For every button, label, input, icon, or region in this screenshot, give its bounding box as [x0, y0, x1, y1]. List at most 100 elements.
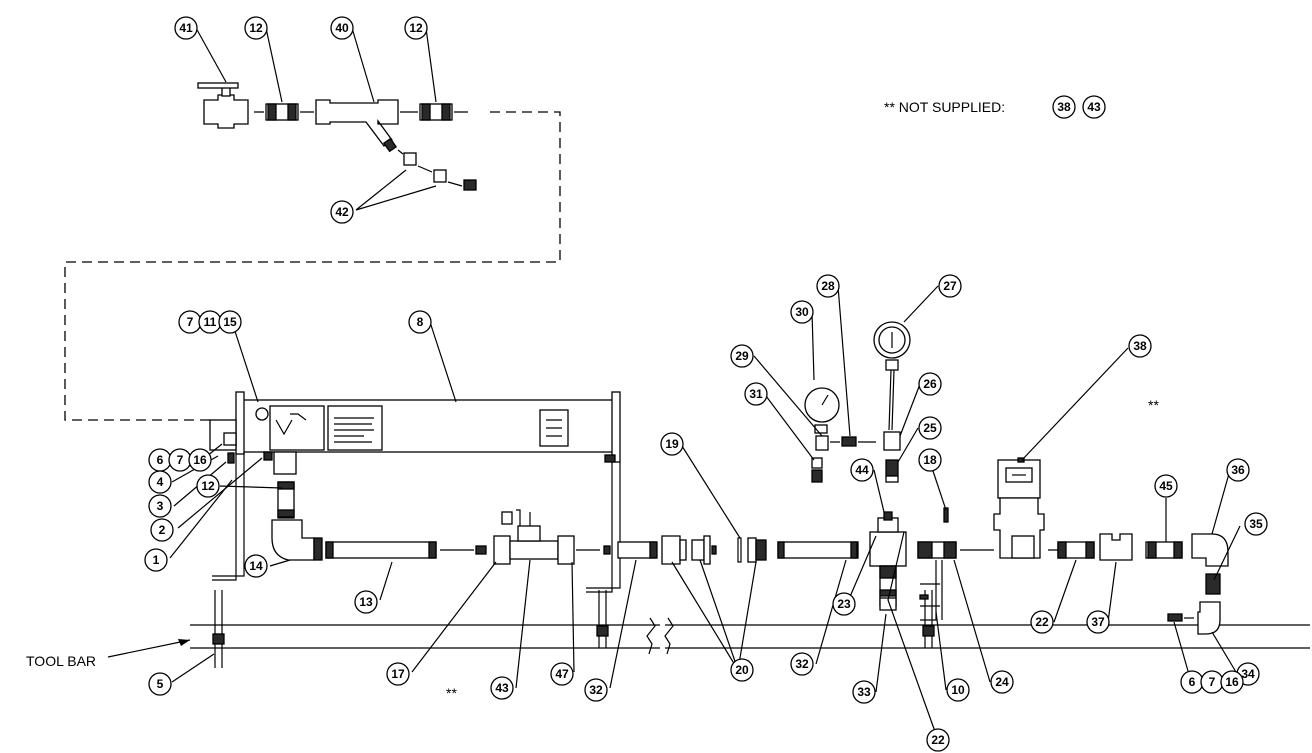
callout-c20: 20 [730, 658, 754, 682]
callout-number: 13 [359, 595, 373, 609]
callout-c14: 14 [244, 554, 268, 578]
callout-circle [330, 16, 354, 40]
callout-number: 26 [923, 377, 937, 391]
control-valve-38 [993, 457, 1045, 559]
callout-circle [850, 458, 874, 482]
callout-number: 14 [249, 559, 263, 573]
callout-c5: 5 [148, 672, 172, 696]
callout-c35: 35 [1244, 512, 1268, 536]
callout-number: 43 [495, 681, 509, 695]
union-fittings-20 [661, 535, 767, 565]
callout-circle [660, 432, 684, 456]
callout-number: 45 [1159, 479, 1173, 493]
callout-circle [354, 590, 378, 614]
leader-lines [169, 27, 1241, 741]
callout-number: 16 [193, 453, 207, 467]
nipple-24 [917, 541, 957, 559]
nipple-12-top-right [419, 103, 453, 121]
callout-c6a: 6 [148, 448, 172, 472]
cross-23 [869, 511, 907, 611]
callout-c15: 15 [218, 310, 242, 334]
nipple-35-elbow-34 [1167, 573, 1221, 635]
callout-number: 40 [335, 21, 349, 35]
callout-circle [408, 310, 432, 334]
callout-number: 36 [1231, 463, 1245, 477]
callout-circle [990, 670, 1014, 694]
callout-c27: 27 [938, 274, 962, 298]
callout-c11: 11 [198, 310, 222, 334]
pipe-13 [325, 541, 437, 559]
callout-c12c: 12 [196, 474, 220, 498]
thermometer-27 [873, 321, 911, 483]
callout-number: 41 [179, 21, 193, 35]
callout-circle [744, 382, 768, 406]
dashed-hose-line [64, 111, 561, 421]
callout-circle [1244, 512, 1268, 536]
callout-circle [790, 652, 814, 676]
double-star-38: ** [1148, 397, 1159, 413]
mounting-bracket-right [586, 462, 621, 593]
callout-number: 15 [223, 315, 237, 329]
callout-circle [926, 728, 950, 752]
callout-c41: 41 [174, 16, 198, 40]
callout-number: 47 [555, 667, 569, 681]
callout-circle [946, 678, 970, 702]
callout-number: 6 [1189, 675, 1196, 689]
callout-c18: 18 [918, 448, 942, 472]
callout-circle [918, 448, 942, 472]
callout-number: 17 [391, 667, 405, 681]
callout-c22a: 22 [926, 728, 950, 752]
check-valve-31 [811, 457, 823, 483]
callout-circle [918, 372, 942, 396]
callout-number: 34 [1241, 667, 1255, 681]
callout-c32b: 32 [790, 652, 814, 676]
callout-number: 16 [1225, 675, 1239, 689]
callout-c40: 40 [330, 16, 354, 40]
callout-circle [148, 470, 172, 494]
callout-c10: 10 [946, 678, 970, 702]
callout-c4: 4 [148, 470, 172, 494]
callout-circle [174, 16, 198, 40]
callout-circle [584, 678, 608, 702]
callout-c36: 36 [1226, 458, 1250, 482]
callout-circle [1086, 610, 1110, 634]
callout-c6b: 6 [1180, 670, 1204, 694]
pipe-32-left [603, 541, 658, 559]
gate-valve-41 [197, 82, 249, 129]
tool-bar [190, 617, 1310, 655]
callout-c16a: 16 [188, 448, 212, 472]
callout-number: 20 [735, 663, 749, 677]
callout-circle [1226, 458, 1250, 482]
callout-circle [1128, 334, 1152, 358]
not-supplied-38-num: 38 [1057, 100, 1071, 114]
callout-circle [816, 274, 840, 298]
callout-c13: 13 [354, 590, 378, 614]
callout-circle [730, 658, 754, 682]
nipple-22-right [1057, 541, 1095, 559]
bracket-10-18 [919, 507, 949, 621]
callout-c3: 3 [148, 494, 172, 518]
callout-circle [144, 548, 168, 572]
callout-number: 28 [821, 279, 835, 293]
callout-number: 33 [857, 685, 871, 699]
callout-circle [218, 310, 242, 334]
callout-c22b: 22 [1030, 610, 1054, 634]
callout-number: 42 [335, 205, 349, 219]
callout-circle [196, 474, 220, 498]
callout-number: 19 [665, 437, 679, 451]
tool-bar-arrow [107, 639, 191, 658]
elbow-36 [1191, 533, 1229, 567]
callout-number: 22 [1035, 615, 1049, 629]
callout-c7a: 7 [178, 310, 202, 334]
callout-c37: 37 [1086, 610, 1110, 634]
callout-c16b: 16 [1220, 670, 1244, 694]
callout-number: 6 [157, 453, 164, 467]
tool-bar-label: TOOL BAR [26, 653, 96, 669]
callout-number: 3 [157, 499, 164, 513]
callout-number: 12 [201, 479, 215, 493]
callout-number: 35 [1249, 517, 1263, 531]
callout-c43: 43 [490, 676, 514, 700]
callout-number: 23 [837, 597, 851, 611]
callout-circle [832, 592, 856, 616]
